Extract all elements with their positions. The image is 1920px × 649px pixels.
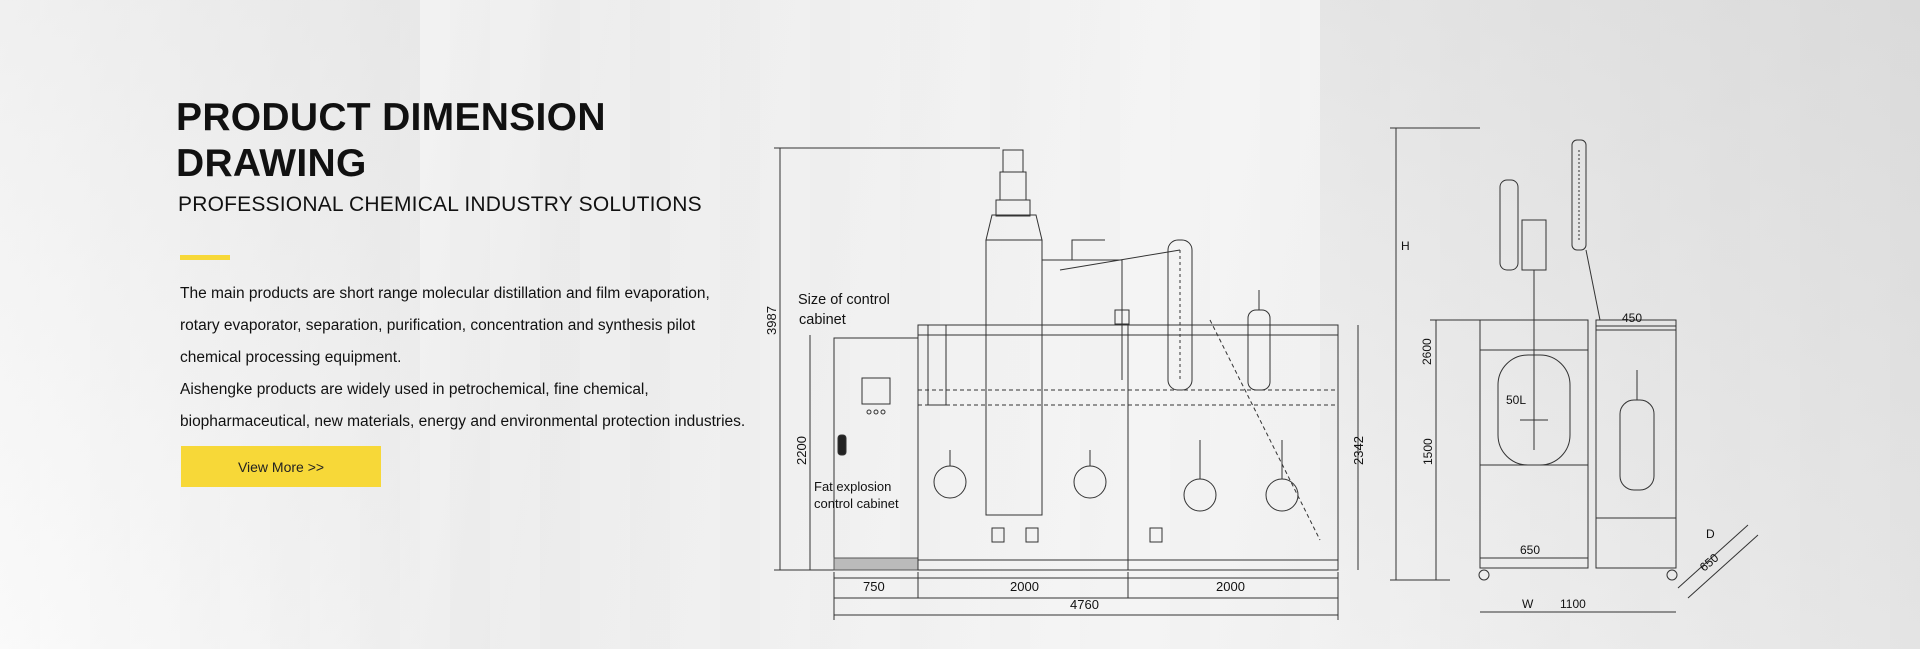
cabinet-knob [866,409,872,415]
dim-label-2600: 2600 [1420,338,1434,365]
dim-label-2200: 2200 [794,436,809,465]
side-frame [1595,319,1677,569]
dim-label-750: 750 [863,579,885,594]
dim-label-1100: 1100 [1560,597,1586,611]
dim-label-d: D [1706,527,1715,541]
description-line: chemical processing equipment. [180,349,402,366]
vessel-volume-label: 50L [1506,393,1526,407]
accent-bar [180,255,230,260]
motor [1002,149,1024,173]
cabinet-knob [880,409,886,415]
coupling [995,199,1031,217]
description: The main products are short range molecu… [180,278,796,438]
dim-label-h: H [1401,239,1410,253]
cabinet-knob [873,409,879,415]
page-title: PRODUCT DIMENSION DRAWING [176,96,606,185]
description-line: biopharmaceutical, new materials, energy… [180,413,746,430]
support-strut [1209,319,1321,541]
dimension-drawing: 3987 2200 Size of control cabinet Fat ex… [760,120,1760,620]
control-cabinet [833,337,919,571]
pipe [1585,249,1601,321]
caster-wheel [1666,569,1678,581]
dim-label-450: 450 [1622,311,1642,325]
cabinet-size-label: Size of control [798,292,890,308]
dim-label-w: W [1522,597,1534,611]
dim-line-depth [1687,534,1759,599]
dim-label-4760: 4760 [1070,597,1099,612]
receiver-vessel [1619,399,1655,491]
dim-label-2342: 2342 [1351,436,1366,465]
sight-glass [927,324,947,406]
page-subtitle: PROFESSIONAL CHEMICAL INDUSTRY SOLUTIONS [178,193,702,216]
view-more-button[interactable]: View More >> [181,446,381,487]
dim-label-1500: 1500 [1421,438,1435,465]
motor-housing [999,171,1027,201]
dropping-funnel [1499,179,1519,271]
dim-label-3987: 3987 [764,306,779,335]
dim-label-650: 650 [1520,543,1540,557]
cabinet-size-label: cabinet [799,312,846,328]
trap-vessel [1247,309,1271,391]
pipe [1071,239,1105,260]
evaporator-column [985,239,1043,516]
valve [1114,309,1130,325]
description-line: rotary evaporator, separation, purificat… [180,317,696,334]
column-head [985,214,1043,241]
caster-wheel [1478,569,1490,581]
receiving-flasks [933,440,1299,543]
dim-label-2000: 2000 [1010,579,1039,594]
dim-label-2000: 2000 [1216,579,1245,594]
pipe-diagonal [1059,249,1181,271]
background-shade-right [1320,0,1920,649]
fat-explosion-label: Fat explosion [814,479,891,494]
description-line: The main products are short range molecu… [180,285,710,302]
hero-section: PRODUCT DIMENSION DRAWING PROFESSIONAL C… [176,95,796,438]
dimension-drawing-svg: 3987 2200 Size of control cabinet Fat ex… [764,127,1759,620]
cabinet-panel [861,377,891,405]
cabinet-handle [837,434,847,456]
reflux-condenser [1571,139,1587,251]
description-line: Aishengke products are widely used in pe… [180,381,649,398]
fat-explosion-label: control cabinet [814,496,899,511]
condenser [1167,239,1193,391]
background-shade-left [0,0,420,649]
stirrer-motor [1521,219,1547,271]
dim-line-depth [1677,524,1749,589]
cabinet-base [833,557,919,571]
